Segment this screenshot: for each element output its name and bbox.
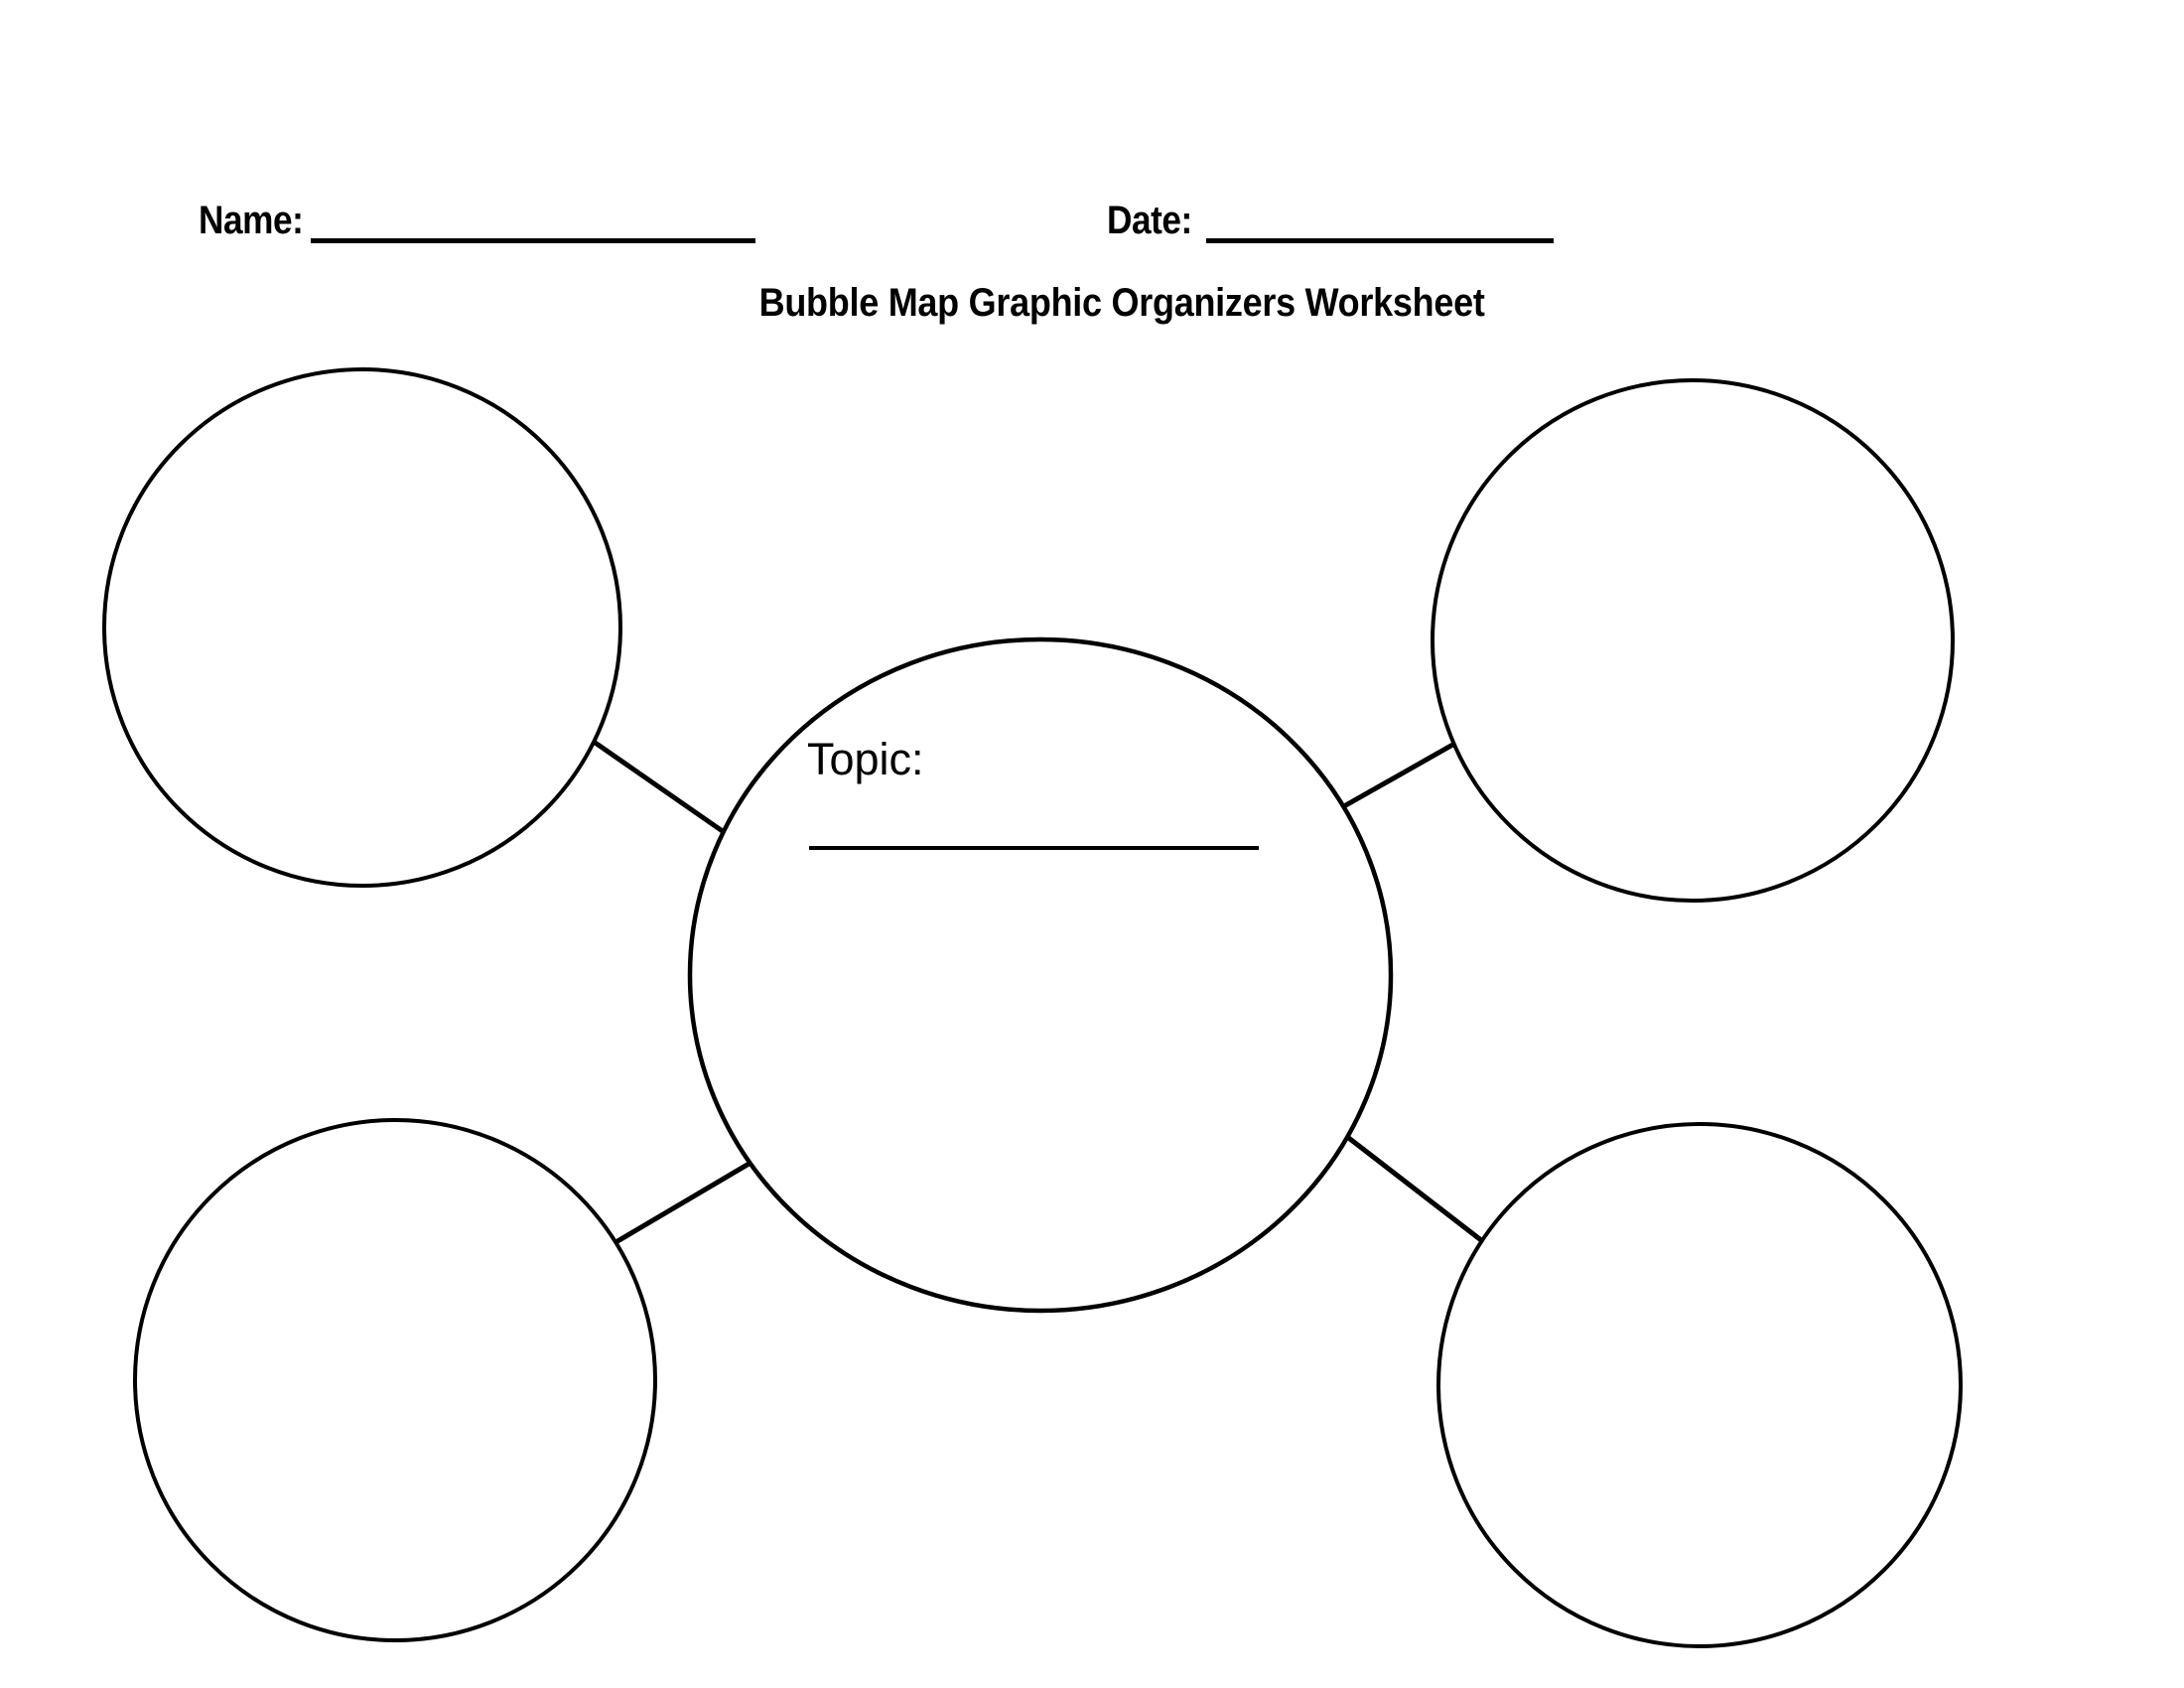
connector-top-right <box>1332 736 1466 814</box>
name-label: Name: <box>199 199 304 242</box>
bottom-right-bubble <box>1436 1122 1963 1648</box>
connector-bottom-right <box>1330 1123 1484 1243</box>
center-topic-bubble <box>687 636 1394 1314</box>
connector-bottom-left <box>610 1153 765 1247</box>
page-title-text: Bubble Map Graphic Organizers Worksheet <box>758 281 1485 325</box>
topic-label: Topic: <box>807 734 924 784</box>
date-label: Date: <box>1107 199 1192 242</box>
bottom-left-bubble <box>133 1118 657 1642</box>
top-right-bubble <box>1431 378 1955 903</box>
top-left-bubble <box>102 367 622 888</box>
date-input-line[interactable] <box>1206 238 1554 243</box>
name-input-line[interactable] <box>311 238 755 243</box>
page-title: Bubble Map Graphic Organizers Worksheet <box>0 283 2184 323</box>
connector-top-left <box>581 732 730 837</box>
topic-input-line[interactable] <box>809 846 1259 850</box>
